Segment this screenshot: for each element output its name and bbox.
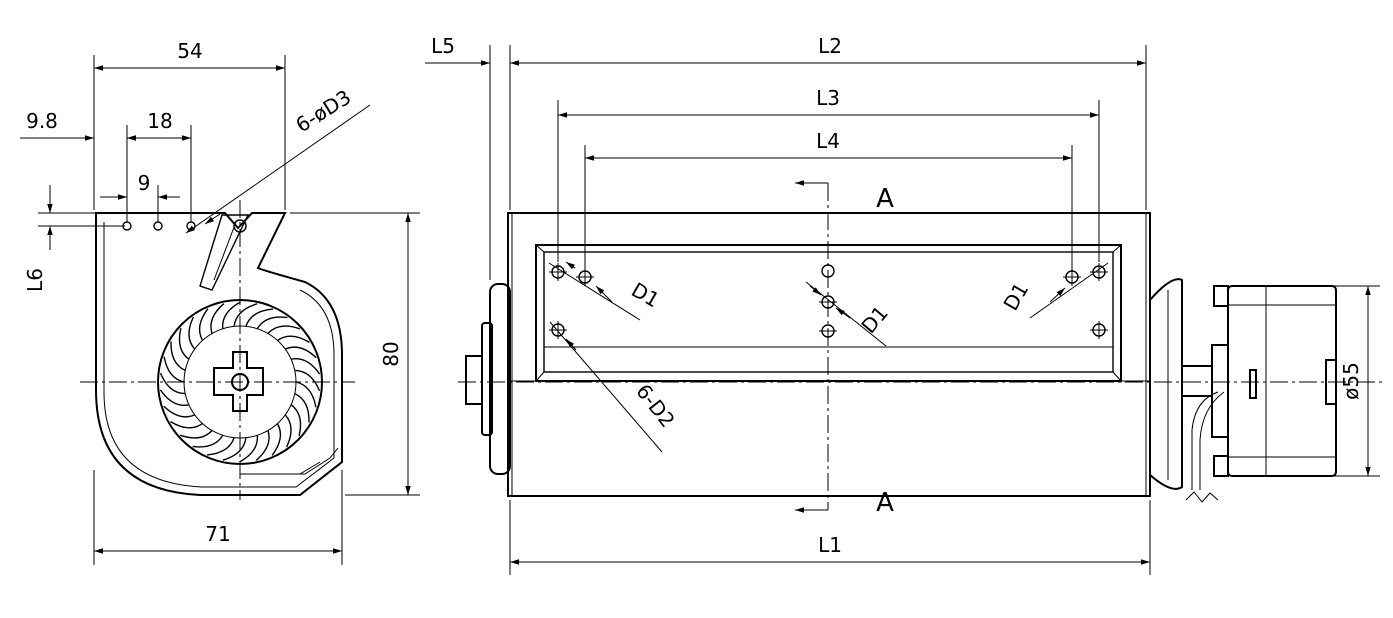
dim-l1: L1 <box>818 533 842 557</box>
impeller-blades <box>159 301 321 463</box>
impeller-blade <box>163 405 195 418</box>
dim-l2: L2 <box>818 34 842 58</box>
impeller-blade <box>284 414 292 448</box>
impeller-blade <box>294 392 310 423</box>
dim-54: 54 <box>177 39 202 63</box>
impeller-blade <box>256 316 288 330</box>
dim-9: 9 <box>138 171 151 195</box>
impeller-blade <box>159 372 186 395</box>
dim-18: 18 <box>147 109 172 133</box>
section-a-top: A <box>876 184 894 214</box>
dim-d1-left: D1 <box>627 278 663 313</box>
impeller-blade <box>221 301 241 329</box>
impeller-blade <box>159 389 189 406</box>
dim-71: 71 <box>205 522 230 546</box>
impeller-blade <box>285 346 317 359</box>
dim-80: 80 <box>379 341 403 366</box>
dim-diameter-55: ø55 <box>1339 362 1363 400</box>
impeller-blade <box>170 421 203 429</box>
impeller-blade <box>294 369 321 392</box>
impeller-blade <box>239 435 259 463</box>
impeller-blade <box>170 341 186 372</box>
impeller-blade <box>271 423 282 456</box>
front-view: A A L5 L2 L3 L4 D1 D1 D1 <box>425 34 1385 575</box>
dim-l5: L5 <box>431 34 455 58</box>
mount-hole <box>186 221 196 231</box>
impeller-blade <box>290 404 302 437</box>
hub <box>213 351 264 412</box>
impeller-blade <box>192 434 224 448</box>
impeller-blade <box>277 335 310 343</box>
dim-l6: L6 <box>23 268 47 292</box>
mount-hole <box>153 221 163 231</box>
motor-body <box>1227 285 1337 477</box>
scroll-housing <box>95 212 343 496</box>
section-a-bottom: A <box>876 488 894 518</box>
blower-body <box>507 212 1151 497</box>
dim-d1-right: D1 <box>999 278 1034 314</box>
impeller-blade <box>206 437 235 456</box>
dim-l3: L3 <box>816 86 840 110</box>
left-boss <box>465 355 483 405</box>
impeller-blade <box>188 316 196 350</box>
impeller-blade <box>179 430 213 439</box>
impeller-blade <box>291 358 321 375</box>
dim-d1-center: D1 <box>856 301 892 338</box>
side-view: 54 9.8 18 9 6-øD3 L6 80 71 <box>20 39 420 565</box>
impeller-blade <box>163 356 185 383</box>
impeller-blade <box>198 308 209 341</box>
impeller-blade <box>267 325 301 334</box>
right-shell <box>1149 278 1183 490</box>
dim-l4: L4 <box>816 129 840 153</box>
impeller-blade <box>210 303 225 334</box>
dim-6-d3: 6-øD3 <box>291 85 355 137</box>
impeller-blade <box>295 381 317 408</box>
impeller-blade <box>178 327 190 360</box>
impeller-blade <box>245 308 274 327</box>
outlet-lip <box>199 214 250 291</box>
impeller-blade <box>233 303 258 327</box>
impeller-blade <box>255 430 270 461</box>
motor <box>1181 285 1337 503</box>
impeller-blade <box>222 437 247 461</box>
dim-9-8: 9.8 <box>26 109 58 133</box>
